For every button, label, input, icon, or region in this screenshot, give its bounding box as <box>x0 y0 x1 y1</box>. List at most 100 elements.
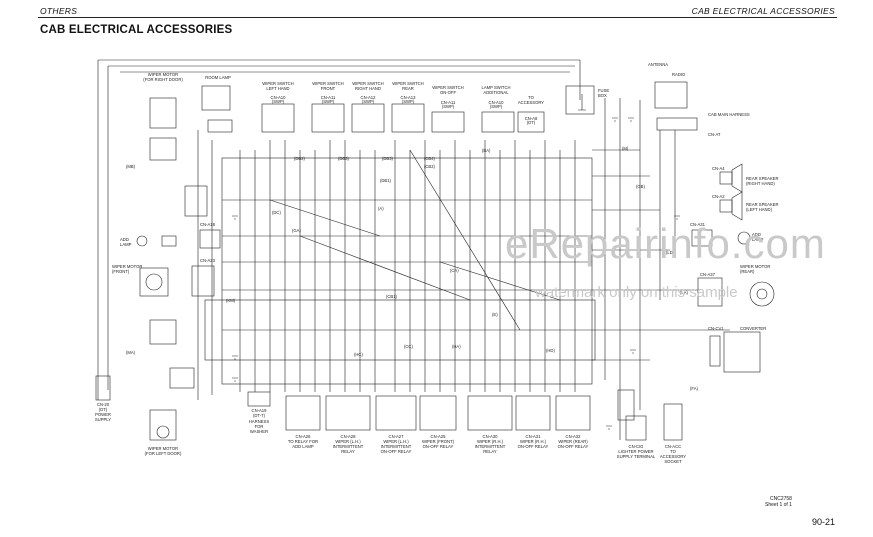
svg-text:WIPER (L.H.): WIPER (L.H.) <box>335 439 361 444</box>
wire-label-a: (A) <box>378 206 384 211</box>
svg-text:ON-OFF RELAY: ON-OFF RELAY <box>558 444 589 449</box>
wire-label-mb: (MB) <box>126 164 136 169</box>
svg-text:(DT): (DT) <box>527 120 536 125</box>
svg-text:CN-A10: CN-A10 <box>489 100 505 105</box>
svg-text:CN-A13: CN-A13 <box>401 95 417 100</box>
svg-text:WASHER: WASHER <box>250 429 268 434</box>
svg-text:INTERMITTENT: INTERMITTENT <box>475 444 506 449</box>
svg-text:INTERMITTENT: INTERMITTENT <box>381 444 412 449</box>
svg-text:ADD LAMP: ADD LAMP <box>292 444 314 449</box>
svg-text:WIPER (R.H.): WIPER (R.H.) <box>477 439 504 444</box>
svg-text:CN-A12: CN-A12 <box>361 95 377 100</box>
svg-text:WIPER (FRONT): WIPER (FRONT) <box>422 439 455 444</box>
drawing-number: CNC2758 <box>770 496 792 502</box>
label-cab-main-harness: CAB MAIN HARNESS <box>708 112 750 117</box>
svg-text:(FRONT): (FRONT) <box>112 269 130 274</box>
label-wiper-motor-left: WIPER MOTOR <box>148 446 178 451</box>
label-wiper-motor-front: WIPER MOTOR <box>112 264 142 269</box>
label-room-lamp: ROOM LAMP <box>205 75 231 80</box>
svg-text:ON-OFF RELAY: ON-OFF RELAY <box>423 444 454 449</box>
svg-text:CN-A18: CN-A18 <box>200 222 216 227</box>
wire-label-cb2: (CB2) <box>424 164 436 169</box>
wire-label-hd: (HD) <box>546 348 555 353</box>
header-chapter-title: CAB ELECTRICAL ACCESSORIES <box>691 6 835 16</box>
svg-text:FOR: FOR <box>255 424 264 429</box>
svg-text:CN-A10: CN-A10 <box>271 95 287 100</box>
wire-label-la: (LA) <box>680 290 689 295</box>
wire-label-ga: (GA) <box>292 228 301 233</box>
header-section-label: OTHERS <box>40 6 78 16</box>
svg-text:(SWP): (SWP) <box>362 99 375 104</box>
sheet-number: Sheet 1 of 1 <box>765 502 792 508</box>
svg-text:(SWP): (SWP) <box>490 104 503 109</box>
ground-symbols <box>232 117 680 430</box>
label-rear-speaker-lh: REAR SPEAKER <box>746 202 779 207</box>
svg-text:CN-CV1: CN-CV1 <box>708 326 724 331</box>
svg-text:ACCESSORY: ACCESSORY <box>518 100 544 105</box>
svg-text:CN-A11: CN-A11 <box>441 100 456 105</box>
svg-text:WIPER (L.H.): WIPER (L.H.) <box>383 439 409 444</box>
wire-label-cc: (CC) <box>404 344 413 349</box>
svg-text:CN-A11: CN-A11 <box>321 95 336 100</box>
svg-text:REAR: REAR <box>402 86 414 91</box>
wire-labels: (DC) (DB2) (DB3) (DB3) (CB4) (CB2) (DB1)… <box>126 146 699 391</box>
svg-text:RIGHT HAND: RIGHT HAND <box>355 86 381 91</box>
svg-text:SUPPLY: SUPPLY <box>95 417 111 422</box>
svg-text:CN-AT: CN-AT <box>708 132 721 137</box>
label-wiper-switch-rear: WIPER SWITCH <box>392 81 423 86</box>
svg-text:(SWP): (SWP) <box>402 99 415 104</box>
label-antenna: ANTENNA <box>648 62 668 67</box>
relay-label-6-cn: CN-A32 <box>566 434 582 439</box>
wire-label-ha: (HA) <box>452 344 461 349</box>
svg-text:(LEFT HAND): (LEFT HAND) <box>746 207 773 212</box>
svg-text:FRONT: FRONT <box>321 86 336 91</box>
relay-label-1-cn: CN-A28 <box>341 434 357 439</box>
wire-label-db3: (DB3) <box>338 156 350 161</box>
label-rear-speaker-rh: REAR SPEAKER <box>746 176 779 181</box>
svg-text:CN-A4: CN-A4 <box>712 166 725 171</box>
svg-text:CN-A37: CN-A37 <box>700 272 716 277</box>
label-lighter: CN-CIG <box>629 444 644 449</box>
label-radio: RADIO <box>672 72 686 77</box>
label-power-supply: CN-20 <box>97 402 110 407</box>
wire-label-cb4: (CB4) <box>424 156 436 161</box>
relay-label-0-cn: CN-A26 <box>296 434 312 439</box>
svg-text:(SWP): (SWP) <box>442 104 455 109</box>
svg-text:ON-OFF: ON-OFF <box>440 90 456 95</box>
label-wiper-switch-onoff: WIPER SWITCH <box>432 85 463 90</box>
label-converter: CONVERTER <box>740 326 766 331</box>
svg-text:INTERMITTENT: INTERMITTENT <box>333 444 364 449</box>
wire-label-km: (KM) <box>226 298 236 303</box>
left-components <box>95 229 271 441</box>
svg-text:(RIGHT HAND): (RIGHT HAND) <box>746 181 775 186</box>
label-wiper-switch-left: WIPER SWITCH <box>262 81 293 86</box>
svg-text:(FOR RIGHT DOOR): (FOR RIGHT DOOR) <box>143 77 183 82</box>
label-fuse-box: FUSE <box>598 88 609 93</box>
wire-label-ba: (BA) <box>482 148 491 153</box>
svg-text:(DT-T): (DT-T) <box>253 413 266 418</box>
relay-label-3-cn: CN-A25 <box>431 434 447 439</box>
svg-text:LAMP: LAMP <box>120 242 132 247</box>
label-to-accessory: TO <box>528 95 534 100</box>
svg-text:(REAR): (REAR) <box>740 269 755 274</box>
relay-label-2-cn: CN-A27 <box>389 434 405 439</box>
wire-label-hc: (HC) <box>354 352 363 357</box>
svg-text:CN-A8: CN-A8 <box>525 116 538 121</box>
svg-text:ADDITIONAL: ADDITIONAL <box>483 90 509 95</box>
wire-label-cb1: (CB1) <box>386 294 398 299</box>
page-title: CAB ELECTRICAL ACCESSORIES <box>40 24 233 36</box>
svg-text:LIGHTER POWER: LIGHTER POWER <box>618 449 653 454</box>
label-lamp-switch: LAMP SWITCH <box>481 85 510 90</box>
label-acc-socket: CN-ACC <box>665 444 681 449</box>
label-add-lamp-right: ADD <box>752 232 761 237</box>
svg-text:ON-OFF RELAY: ON-OFF RELAY <box>381 449 412 454</box>
svg-text:ON-OFF RELAY: ON-OFF RELAY <box>518 444 549 449</box>
svg-text:SOCKET: SOCKET <box>664 459 682 464</box>
wire-label-db2: (DB2) <box>294 156 306 161</box>
label-wiper-switch-right: WIPER SWITCH <box>352 81 383 86</box>
label-wiper-switch-front: WIPER SWITCH <box>312 81 343 86</box>
svg-text:LAMP: LAMP <box>752 237 764 242</box>
wire-label-fa: (FA) <box>690 386 699 391</box>
relay-labels: CN-A26 TO RELAY FOR ADD LAMP CN-A28 WIPE… <box>288 434 589 454</box>
wire-label-dc: (DC) <box>272 210 281 215</box>
